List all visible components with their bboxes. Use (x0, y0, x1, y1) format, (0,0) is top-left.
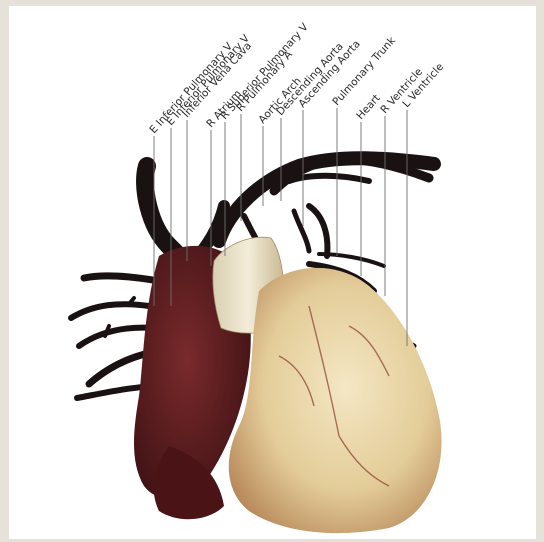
heart-illustration: E Inferior Pulmonary V E Inferior Pulmon… (9, 6, 536, 539)
diagram-panel: E Inferior Pulmonary V E Inferior Pulmon… (9, 6, 536, 539)
ventricles (229, 268, 442, 533)
